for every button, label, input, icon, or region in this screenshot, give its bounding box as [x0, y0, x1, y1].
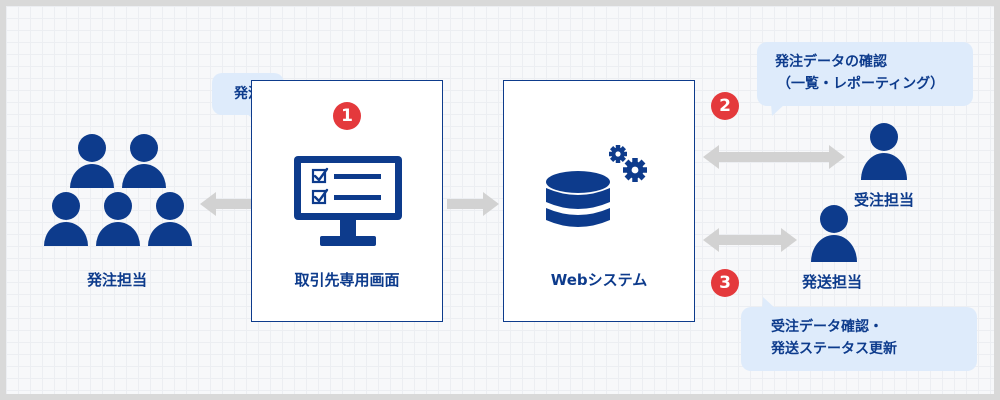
confirm-bubble-tail — [771, 104, 785, 116]
arrow-to-web-system — [447, 192, 499, 216]
step-2-badge: 2 — [711, 92, 739, 120]
shipping-staff-label: 発送担当 — [801, 273, 862, 291]
step-3-badge: 3 — [711, 269, 739, 297]
status-bubble-line2: 発送ステータス更新 — [771, 341, 897, 357]
receiving-staff-label: 受注担当 — [853, 191, 914, 209]
receiving-staff-icon — [861, 123, 907, 180]
arrow-web-receiving — [703, 145, 845, 169]
confirm-bubble: 発注データの確認 （一覧・レポーティング） — [757, 42, 973, 106]
monitor-checklist-icon — [294, 156, 402, 246]
status-bubble: 受注データ確認・ 発送ステータス更新 — [741, 307, 977, 371]
confirm-bubble-line2: （一覧・レポーティング） — [777, 76, 945, 92]
arrow-to-ordering-staff — [200, 192, 254, 216]
status-bubble-tail — [762, 297, 776, 309]
database-gear-icon — [546, 145, 647, 227]
status-bubble-line1: 受注データ確認・ — [771, 319, 883, 335]
people-group-icon — [44, 134, 192, 246]
shipping-staff-icon — [811, 205, 857, 262]
partner-screen-label: 取引先専用画面 — [294, 271, 400, 289]
confirm-bubble-line1: 発注データの確認 — [775, 54, 887, 70]
step-1-badge: 1 — [333, 102, 361, 130]
web-system-label: Webシステム — [550, 271, 648, 289]
ordering-staff-label: 発注担当 — [86, 271, 147, 289]
arrow-web-shipping — [703, 228, 797, 252]
